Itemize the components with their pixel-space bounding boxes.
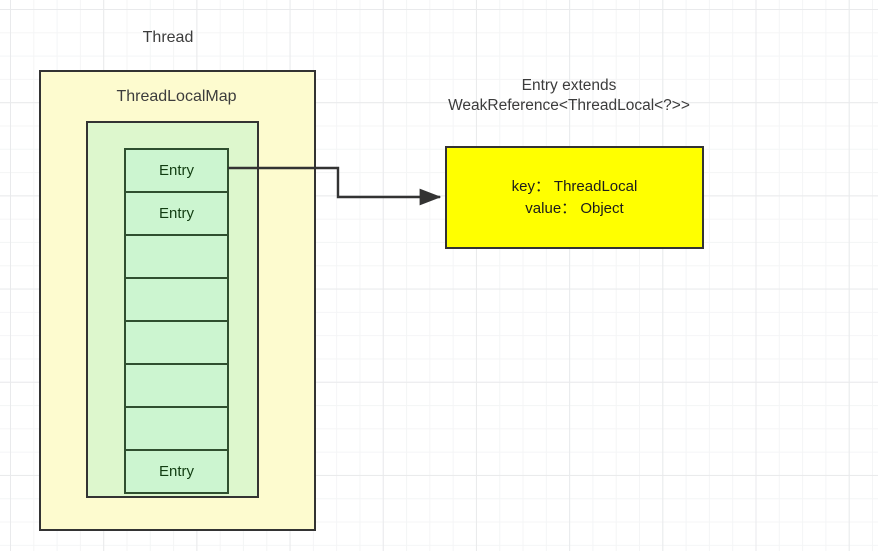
entry-cell[interactable]: Entry	[124, 148, 229, 193]
entry-value-line: value： Object	[525, 199, 624, 217]
thread-label: Thread	[142, 29, 194, 46]
entry-cell[interactable]	[124, 320, 229, 365]
entry-object-box: key： ThreadLocal value： Object	[445, 146, 704, 249]
entry-extends-line-1: Entry extends	[521, 77, 617, 94]
entry-cell[interactable]	[124, 277, 229, 322]
entry-cell[interactable]	[124, 363, 229, 408]
entry-cell[interactable]: Entry	[124, 449, 229, 494]
thread-local-map-label: ThreadLocalMap	[116, 88, 237, 105]
entry-key-line: key： ThreadLocal	[511, 177, 638, 195]
entry-cell[interactable]	[124, 234, 229, 279]
entry-table: Entry Entry Entry	[124, 148, 229, 494]
entry-extends-line-2: WeakReference<ThreadLocal<?>>	[448, 97, 690, 115]
entry-cell[interactable]: Entry	[124, 191, 229, 236]
entry-cell[interactable]	[124, 406, 229, 451]
